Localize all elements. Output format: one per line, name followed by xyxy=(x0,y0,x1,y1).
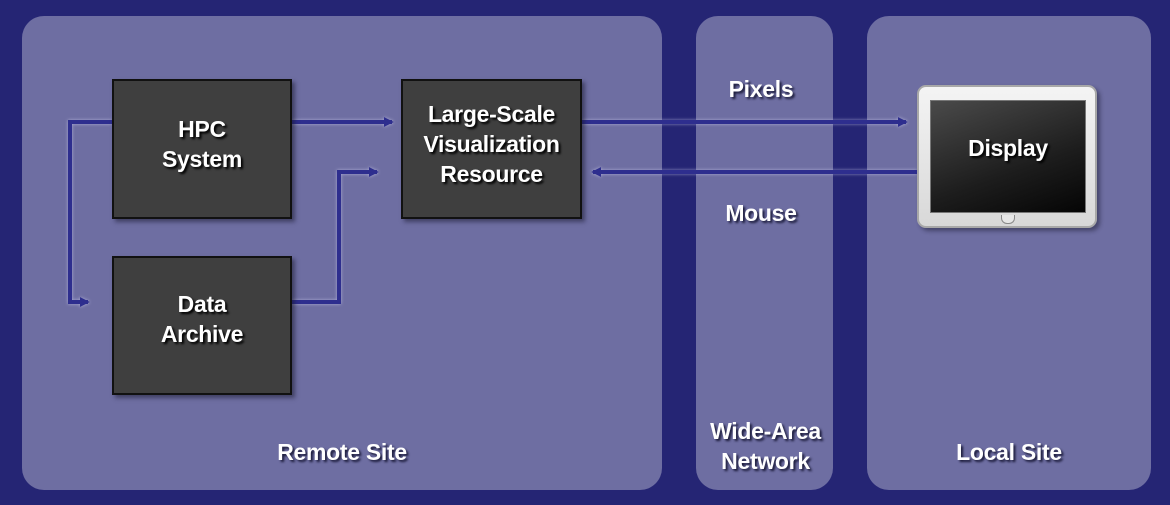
mouse-label: Mouse xyxy=(725,200,797,226)
visualization-resource-node: Large-Scale Visualization Resource xyxy=(401,79,582,219)
archive-to-viz-arrow xyxy=(292,167,379,304)
data-archive-label: Data Archive xyxy=(160,291,244,347)
data-archive-node: Data Archive xyxy=(112,256,292,395)
hpc-system-node: HPC System xyxy=(112,79,292,219)
remote-site-label: Remote Site xyxy=(277,439,407,465)
wide-area-network-label: Wide-Area Network xyxy=(710,418,821,474)
pixels-label: Pixels xyxy=(728,76,794,102)
display-label: Display xyxy=(968,135,1048,161)
visualization-resource-label: Large-Scale Visualization Resource xyxy=(423,101,560,187)
monitor-screen: Display xyxy=(930,100,1086,213)
display-monitor-icon: Display xyxy=(917,85,1097,228)
hpc-to-archive-arrow xyxy=(68,120,112,307)
wide-area-network-panel: Wide-Area Network xyxy=(696,16,833,490)
local-site-label: Local Site xyxy=(956,439,1062,465)
monitor-button xyxy=(1001,215,1015,224)
hpc-system-label: HPC System xyxy=(161,116,243,172)
